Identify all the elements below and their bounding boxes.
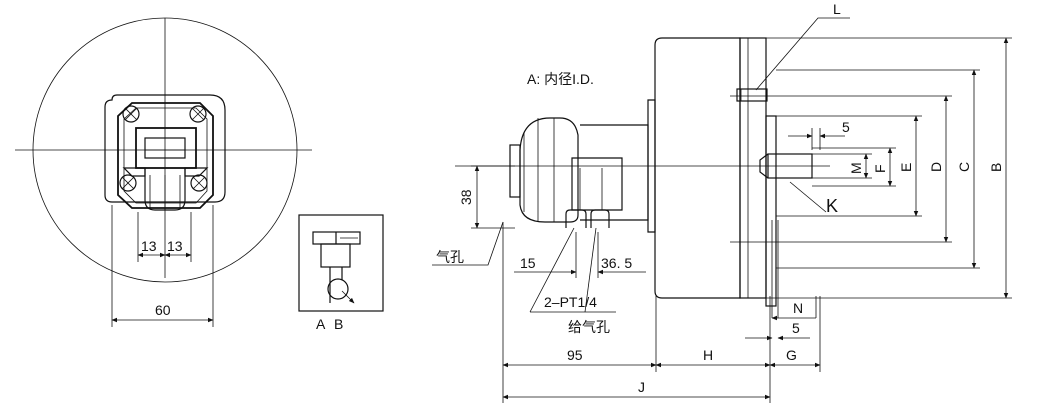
shaft-k-leader: [789, 181, 827, 213]
dim-95-label: 95: [567, 347, 583, 363]
dim-38-label: 38: [458, 189, 474, 205]
rotor-disc: [765, 115, 777, 307]
pt-leader-right: [584, 227, 597, 313]
pin-l-label: L: [833, 1, 841, 17]
dim-13-right-label: 13: [167, 238, 183, 254]
bolt-hole-top-right: [189, 105, 207, 123]
dim-c-label: C: [956, 162, 972, 172]
bolt-hole-bottom-left: [119, 174, 137, 192]
air-hole-label: 气孔: [436, 249, 464, 265]
rotation-symbol-circle: [327, 278, 349, 300]
symbol-frame: [298, 214, 384, 312]
dim-5-bottom-label: 5: [792, 320, 800, 336]
main-housing-outline: [654, 37, 741, 299]
dim-5-top-label: 5: [842, 119, 850, 135]
dim-n-label: N: [793, 300, 803, 316]
dim-j-label: J: [638, 379, 645, 395]
dim-h-label: H: [703, 347, 713, 363]
mounting-flange: [739, 37, 767, 299]
shaft-k: [767, 153, 813, 179]
dim-m-label: M: [848, 162, 864, 174]
dim-g-label: G: [786, 347, 797, 363]
pin-l-leader: [755, 17, 850, 91]
center-port-block: [135, 127, 197, 169]
inner-diameter-note: A: 内径I.D.: [527, 71, 594, 87]
right-wedge: [184, 167, 209, 177]
dim-b-label: B: [988, 163, 1004, 172]
dim-e-label: E: [898, 163, 914, 172]
left-wedge: [122, 167, 146, 177]
left-plug: [509, 144, 521, 198]
dim-60-label: 60: [155, 302, 171, 318]
bolt-hole-top-left: [122, 105, 140, 123]
dim-36-5-label: 36. 5: [601, 255, 632, 271]
housing-body-outline: [104, 94, 226, 203]
fitting-left: [565, 209, 587, 228]
center-port-block-inner: [144, 137, 186, 159]
square-flange-outline: [117, 102, 214, 209]
pt-leader-left: [529, 227, 575, 313]
port-symbol-box: A B: [298, 214, 384, 332]
pin-l: [736, 88, 768, 102]
dim-15-label: 15: [520, 255, 536, 271]
port-b-label: B: [334, 316, 343, 332]
bolt-hole-bottom-right: [190, 174, 208, 192]
shaft-k-label: K: [826, 196, 838, 216]
side-view: A: 内径I.D.: [432, 1, 1012, 403]
rotating-head: [519, 117, 579, 223]
dim-13-left-label: 13: [141, 238, 157, 254]
supply-air-hole-label: 给气孔: [568, 319, 610, 335]
dim-d-label: D: [928, 162, 944, 172]
port-a-label: A: [316, 316, 326, 332]
adapter-body: [580, 124, 649, 221]
fitting-right: [590, 209, 610, 228]
air-hole-leader: [432, 221, 504, 266]
front-view: 13 13 60: [15, 17, 312, 327]
square-flange-inner-outline: [123, 107, 208, 204]
supply-port-housing: [571, 157, 623, 211]
dim-f-label: F: [872, 164, 888, 173]
ports-2-pt-label: 2–PT1/4: [544, 294, 597, 310]
